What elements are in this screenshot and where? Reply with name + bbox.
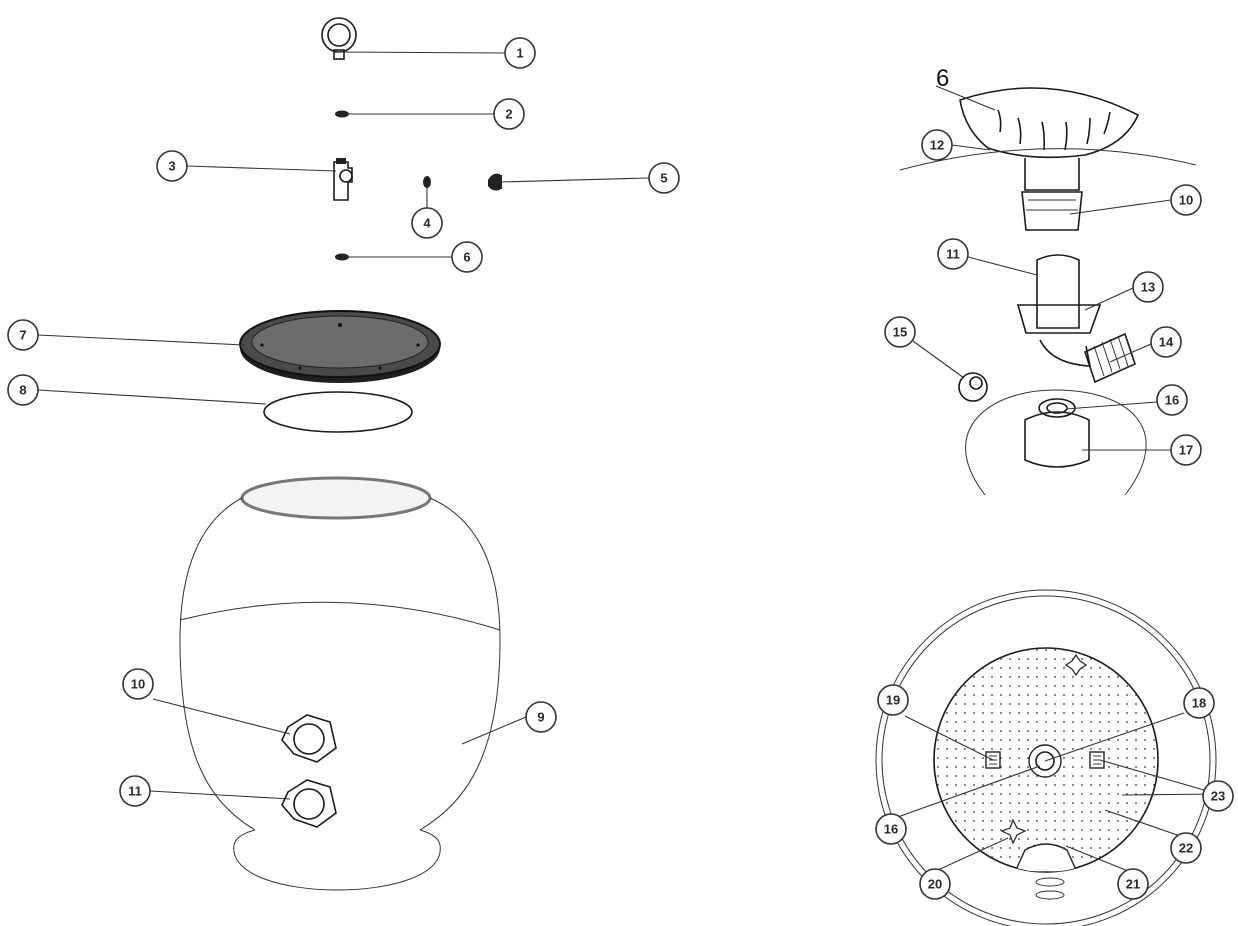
filter-tank-body xyxy=(179,476,501,891)
collector-bracket-part xyxy=(1016,304,1102,334)
svg-text:22: 22 xyxy=(1179,841,1193,856)
callout-19: 19 xyxy=(877,684,909,716)
callout-20: 20 xyxy=(919,868,951,900)
callout-22: 22 xyxy=(1170,832,1202,864)
tank-base-outlet-part xyxy=(965,389,1147,496)
lateral-clip-right xyxy=(1089,751,1105,769)
svg-text:1: 1 xyxy=(516,46,523,61)
callout-16-plate: 16 xyxy=(875,813,907,845)
callout-10-diffuser: 10 xyxy=(1170,184,1202,216)
svg-text:9: 9 xyxy=(537,710,544,725)
svg-text:10: 10 xyxy=(131,677,145,692)
callout-18: 18 xyxy=(1183,687,1215,719)
filter-lid-part xyxy=(239,310,441,383)
upper-union-nut xyxy=(281,714,337,763)
svg-text:18: 18 xyxy=(1192,696,1206,711)
lid-oring-part xyxy=(263,391,413,433)
small-oring-part-6 xyxy=(335,253,349,261)
callout-11-tank: 11 xyxy=(119,775,151,807)
pressure-gauge-part xyxy=(321,17,357,60)
diffuser-dome-part xyxy=(959,87,1140,159)
callout-4: 4 xyxy=(411,207,443,239)
callout-11-diffuser: 11 xyxy=(937,238,969,270)
callout-1: 1 xyxy=(504,37,536,69)
tee-fitting-part xyxy=(333,158,353,201)
svg-text:13: 13 xyxy=(1141,280,1155,295)
callout-23: 23 xyxy=(1202,780,1234,812)
svg-text:5: 5 xyxy=(660,171,667,186)
callout-21: 21 xyxy=(1117,868,1149,900)
svg-text:15: 15 xyxy=(893,325,907,340)
callout-17: 17 xyxy=(1170,434,1202,466)
threaded-elbow-part xyxy=(1039,332,1136,384)
leader-lines xyxy=(37,51,1219,874)
callout-12: 12 xyxy=(921,129,953,161)
lateral-clip-left xyxy=(985,751,1001,769)
svg-text:12: 12 xyxy=(930,138,944,153)
star-fastener-top xyxy=(1064,653,1088,677)
drain-plug-part xyxy=(958,372,988,402)
callout-16-diffuser: 16 xyxy=(1156,384,1188,416)
svg-text:3: 3 xyxy=(168,159,175,174)
svg-text:11: 11 xyxy=(128,784,142,799)
callout-2: 2 xyxy=(493,98,525,130)
svg-text:4: 4 xyxy=(423,216,431,231)
callout-5: 5 xyxy=(648,162,680,194)
svg-text:11: 11 xyxy=(946,247,960,262)
diffuser-neck-part xyxy=(1021,158,1083,231)
svg-text:16: 16 xyxy=(1165,393,1179,408)
svg-text:7: 7 xyxy=(19,328,26,343)
svg-text:6: 6 xyxy=(463,250,470,265)
svg-text:21: 21 xyxy=(1126,877,1140,892)
svg-text:14: 14 xyxy=(1159,335,1174,350)
svg-text:16: 16 xyxy=(884,822,898,837)
collector-pipe-part xyxy=(1036,254,1080,329)
svg-text:10: 10 xyxy=(1179,193,1193,208)
svg-text:8: 8 xyxy=(19,383,26,398)
diffuser-header-label: 6 xyxy=(936,65,949,92)
star-fastener-bottom xyxy=(1000,818,1027,845)
callout-14: 14 xyxy=(1150,326,1182,358)
tank-top-curve xyxy=(899,148,1197,171)
small-seal-part-4 xyxy=(423,176,431,188)
svg-text:2: 2 xyxy=(505,107,512,122)
svg-text:20: 20 xyxy=(928,877,942,892)
callout-9: 9 xyxy=(525,701,557,733)
callout-10-tank: 10 xyxy=(122,668,154,700)
callout-13: 13 xyxy=(1132,271,1164,303)
callout-3: 3 xyxy=(156,150,188,182)
svg-text:19: 19 xyxy=(886,693,900,708)
callout-8: 8 xyxy=(7,374,39,406)
svg-text:17: 17 xyxy=(1179,443,1193,458)
lower-union-nut xyxy=(281,779,337,828)
svg-text:23: 23 xyxy=(1211,789,1225,804)
callout-6: 6 xyxy=(451,241,483,273)
callout-15: 15 xyxy=(884,316,916,348)
air-vent-part xyxy=(488,173,502,191)
small-oring-part-2 xyxy=(335,110,349,118)
callout-7: 7 xyxy=(7,319,39,351)
